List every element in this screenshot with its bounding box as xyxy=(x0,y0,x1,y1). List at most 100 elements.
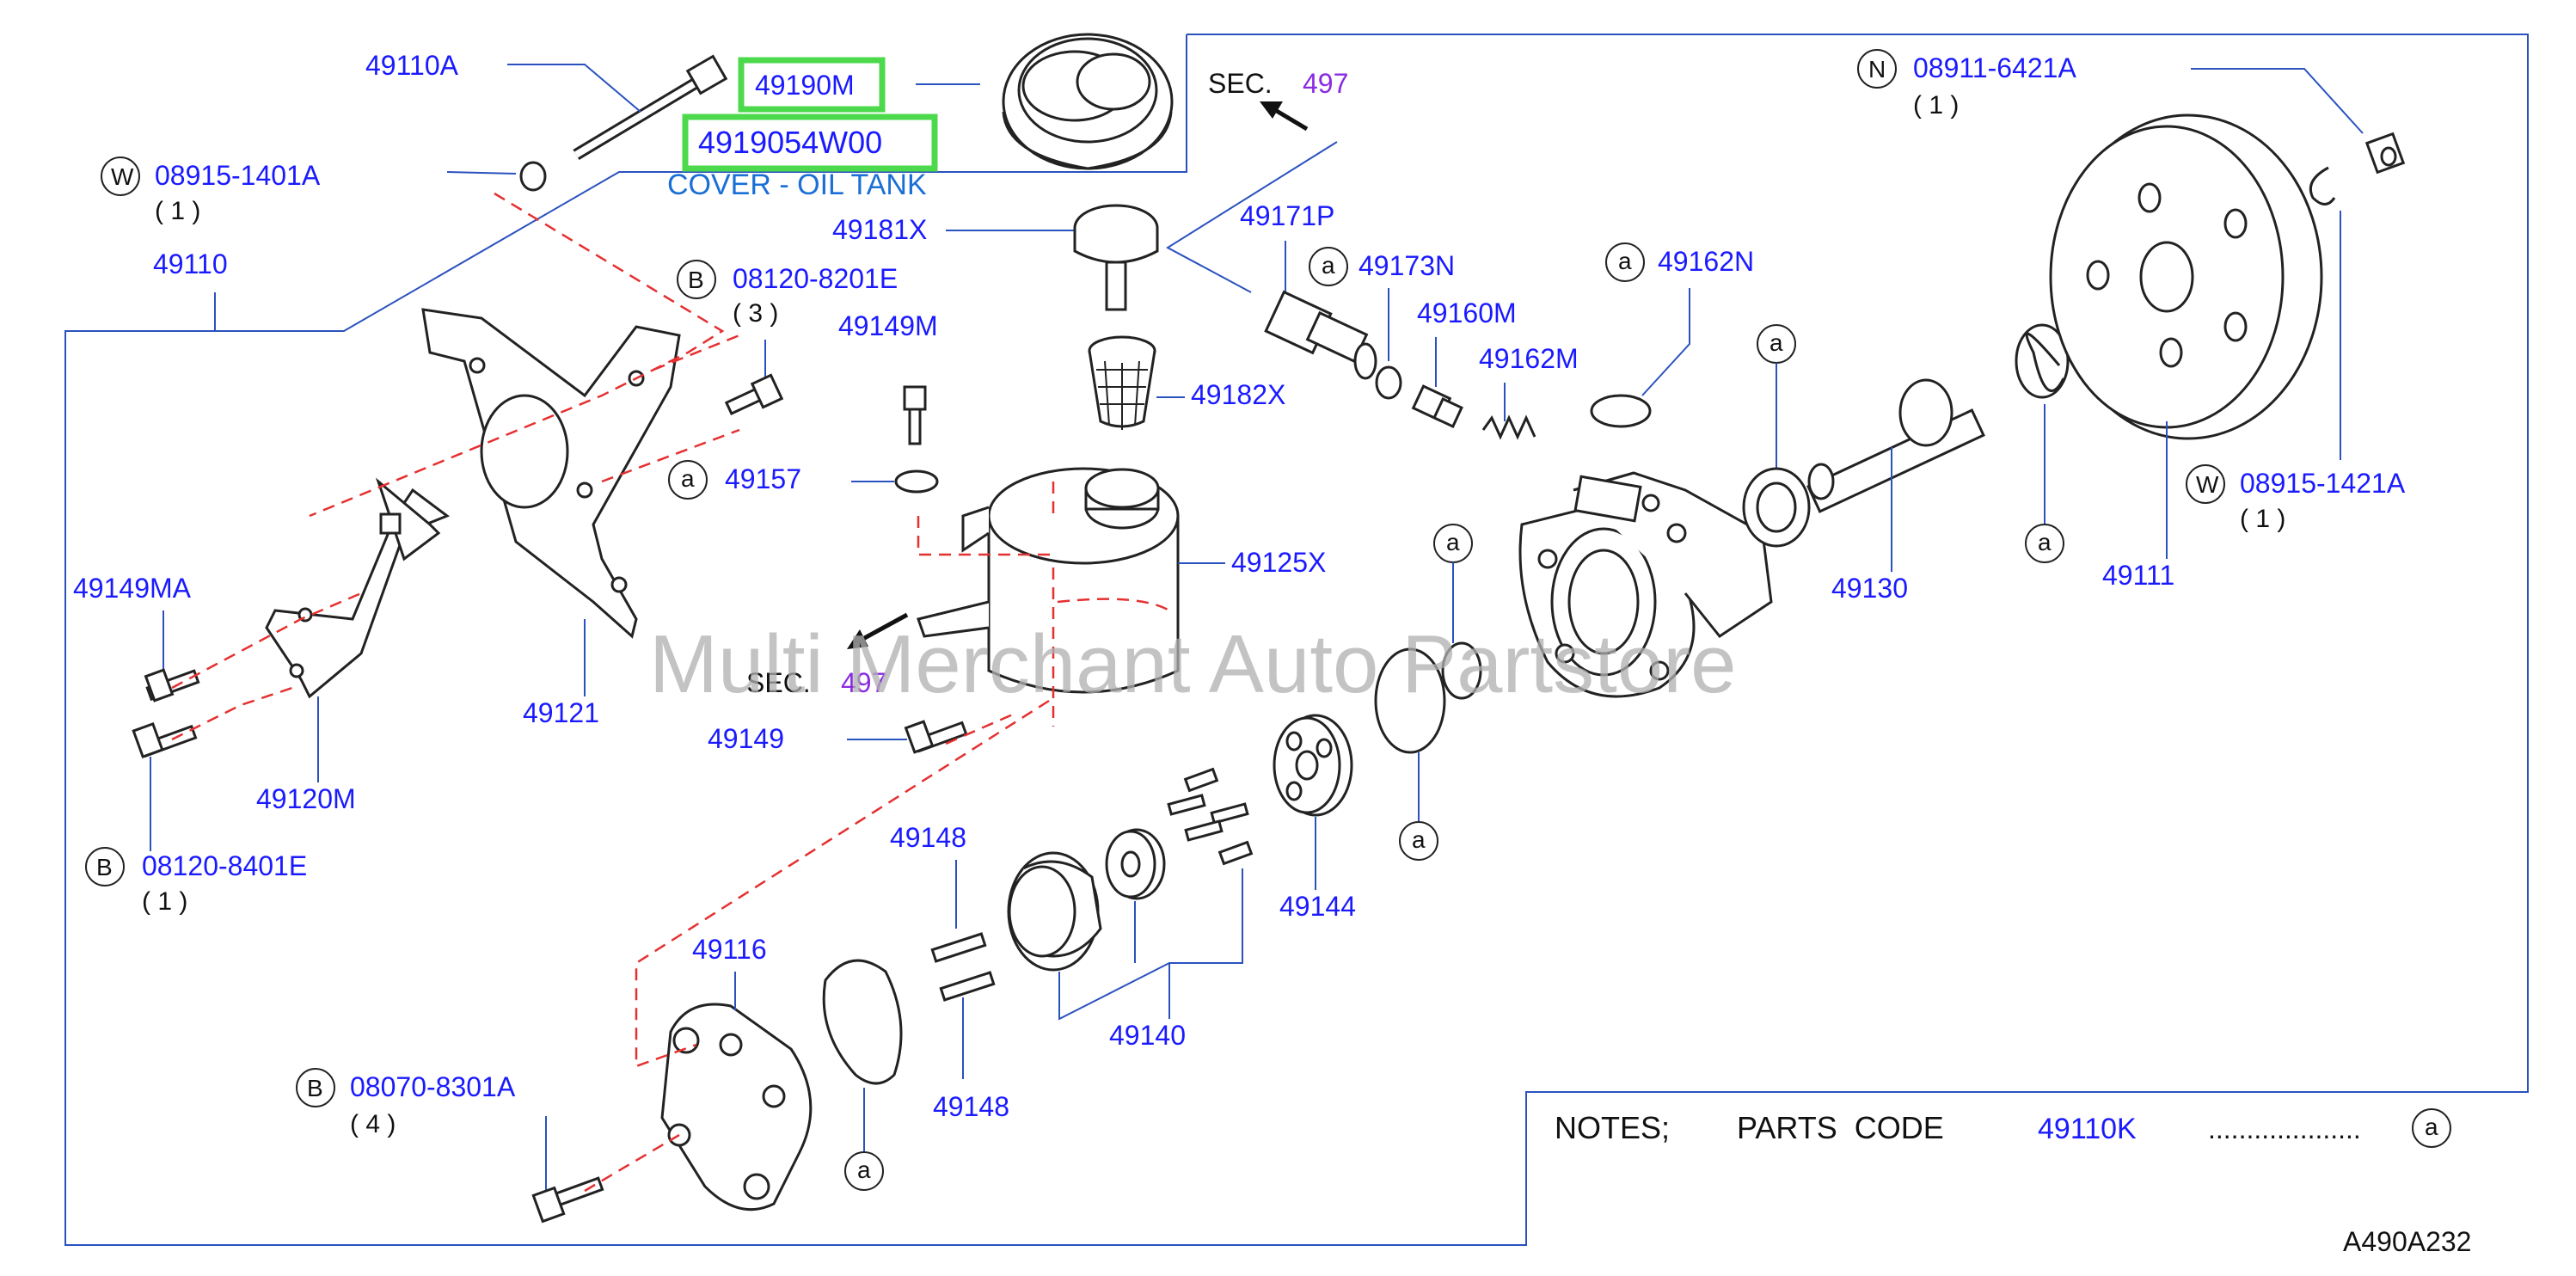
circle-letter-a-8: a xyxy=(844,1151,884,1191)
callout-49110[interactable]: 49110 xyxy=(153,248,228,279)
leader-08915-1401A xyxy=(446,171,517,175)
callout-08070-8301A[interactable]: 08070-8301A xyxy=(350,1071,516,1102)
circle-letter-a-1: a xyxy=(668,460,708,500)
strainer-part xyxy=(1088,335,1156,430)
pin-bottom-part xyxy=(939,971,996,1002)
sec-number-bottom[interactable]: 497 xyxy=(841,667,886,698)
callout-49111[interactable]: 49111 xyxy=(2102,560,2174,591)
callout-49157[interactable]: 49157 xyxy=(725,463,801,494)
o-ring-49173N-part xyxy=(1375,365,1402,400)
dashed-guide-6 xyxy=(917,516,1053,556)
circle-letter-w-2: W xyxy=(2186,464,2225,504)
qty-08915-1421A: ( 1 ) xyxy=(2240,505,2285,533)
dashed-guide-3 xyxy=(171,592,362,690)
callout-49171P[interactable]: 49171P xyxy=(1240,200,1334,231)
callout-49140[interactable]: 49140 xyxy=(1109,1020,1186,1051)
callout-49125X[interactable]: 49125X xyxy=(1231,547,1326,578)
bolt-08120-8201E-part xyxy=(724,373,784,416)
circle-letter-a-3: a xyxy=(1605,242,1645,282)
qty-08915-1401A: ( 1 ) xyxy=(155,197,200,225)
svg-text:a: a xyxy=(1322,252,1335,279)
long-bolt-part xyxy=(573,54,728,161)
callout-49181X[interactable]: 49181X xyxy=(832,214,927,245)
callout-49130[interactable]: 49130 xyxy=(1831,573,1908,604)
svg-text:a: a xyxy=(2425,1113,2438,1140)
seal-49162N-part xyxy=(1590,394,1652,428)
arrow-sec-top xyxy=(1260,101,1309,132)
svg-text:a: a xyxy=(857,1156,871,1183)
arrow-sec-bottom xyxy=(847,612,909,649)
callout-08911-6421A[interactable]: 08911-6421A xyxy=(1913,52,2076,83)
qty-08120-8401E: ( 1 ) xyxy=(142,887,187,916)
callout-49120M[interactable]: 49120M xyxy=(256,783,356,814)
spring-part xyxy=(1481,414,1536,440)
sec-label-top: SEC. xyxy=(1208,68,1273,99)
qty-08070-8301A: ( 4 ) xyxy=(350,1110,396,1138)
leader-49162N xyxy=(1641,288,1690,396)
oil-tank-cover-part xyxy=(1002,33,1174,170)
callout-49148-top[interactable]: 49148 xyxy=(890,822,966,853)
svg-text:a: a xyxy=(1446,529,1460,555)
drive-shaft-part xyxy=(1806,378,1985,513)
pressure-plate-part xyxy=(1273,714,1353,817)
callout-49162N[interactable]: 49162N xyxy=(1658,246,1754,277)
svg-text:a: a xyxy=(2038,529,2052,555)
svg-text:N: N xyxy=(1868,56,1886,83)
callout-08120-8201E[interactable]: 08120-8201E xyxy=(733,263,898,294)
dashed-guide-5 xyxy=(601,428,740,483)
circle-letter-a-4: a xyxy=(1757,324,1796,364)
callout-08915-1421A[interactable]: 08915-1421A xyxy=(2240,468,2406,499)
pump-body-part xyxy=(1518,471,1773,698)
circle-letter-b-1: B xyxy=(85,847,125,886)
snap-ring-outline xyxy=(2015,323,2070,399)
callout-49190M[interactable]: 49190M xyxy=(755,70,855,101)
rotor-part xyxy=(1105,828,1166,900)
o-ring-a6-part xyxy=(1441,641,1482,700)
svg-text:W: W xyxy=(2196,471,2219,498)
callout-08915-1401A[interactable]: 08915-1401A xyxy=(155,160,321,191)
callout-49173N[interactable]: 49173N xyxy=(1359,250,1455,281)
washer-49157-part xyxy=(894,469,939,494)
oil-tank-part xyxy=(917,467,1180,694)
dashed-guide-9 xyxy=(945,712,1015,745)
nut-part xyxy=(2364,132,2406,175)
svg-text:a: a xyxy=(1769,329,1783,356)
svg-text:W: W xyxy=(111,163,134,190)
leader-08911-6421A xyxy=(2191,68,2364,134)
bolt-08070-8301A-part xyxy=(531,1176,604,1224)
washer-part xyxy=(519,161,547,192)
dashed-guide-8 xyxy=(635,699,1050,1068)
highlight-box-49190M xyxy=(738,57,886,113)
callout-49144[interactable]: 49144 xyxy=(1279,891,1356,922)
callout-49110A[interactable]: 49110A xyxy=(365,50,459,81)
callout-49182X[interactable]: 49182X xyxy=(1191,379,1285,410)
callout-49116[interactable]: 49116 xyxy=(692,934,767,965)
callout-49149[interactable]: 49149 xyxy=(708,723,784,754)
parts-code-value[interactable]: 49110K xyxy=(2038,1113,2137,1145)
qty-08911-6421A: ( 1 ) xyxy=(1913,91,1959,120)
sec-label-bottom: SEC. xyxy=(746,667,811,698)
bolt-49149-part xyxy=(904,720,968,754)
circle-letter-a-2: a xyxy=(1309,247,1348,286)
callout-4919054W00[interactable]: 4919054W00 xyxy=(698,125,882,160)
callout-49160M[interactable]: 49160M xyxy=(1417,298,1517,328)
circle-letter-w-1: W xyxy=(101,156,140,196)
gasket-part xyxy=(822,959,903,1085)
circle-letter-n: N xyxy=(1857,49,1897,89)
highlight-box-4919054W00 xyxy=(682,113,938,172)
dashed-guide-tank xyxy=(1057,598,1170,612)
callout-49148-bottom[interactable]: 49148 xyxy=(933,1091,1009,1122)
callout-08120-8401E[interactable]: 08120-8401E xyxy=(142,850,307,881)
dashed-guide-1 xyxy=(309,192,725,518)
callout-49149MA[interactable]: 49149MA xyxy=(73,573,192,604)
callout-49162M[interactable]: 49162M xyxy=(1479,343,1579,374)
circle-letter-a-5: a xyxy=(2025,524,2064,563)
dashed-guide-4 xyxy=(171,686,293,741)
pulley-part xyxy=(2049,113,2323,440)
sec-number-top[interactable]: 497 xyxy=(1303,68,1348,99)
svg-text:a: a xyxy=(681,465,695,492)
bolt-49149MA-part xyxy=(144,668,200,702)
callout-49121[interactable]: 49121 xyxy=(523,697,599,728)
callout-49149M[interactable]: 49149M xyxy=(838,310,938,341)
svg-text:B: B xyxy=(688,267,704,293)
